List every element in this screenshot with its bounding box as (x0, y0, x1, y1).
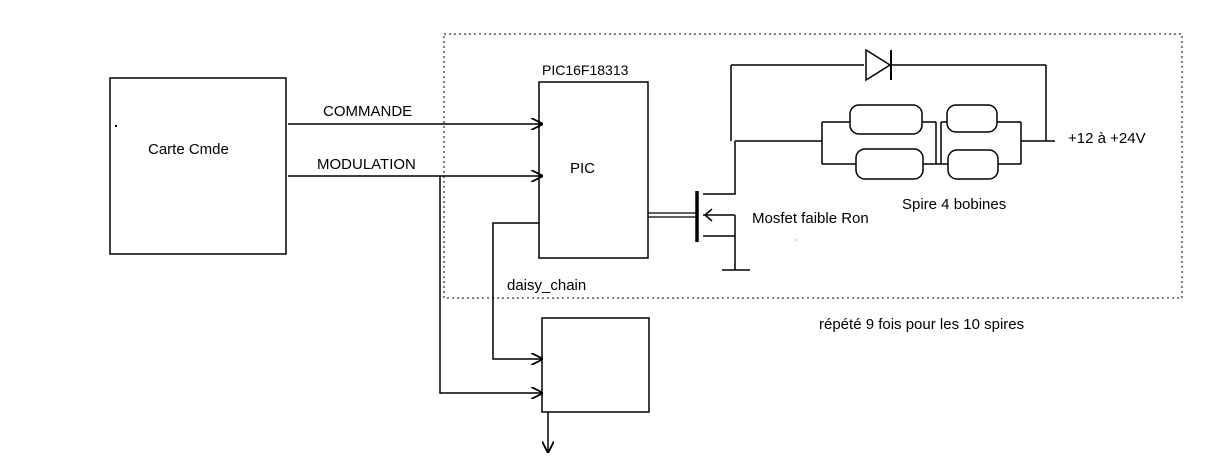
mosfet-symbol (695, 141, 750, 271)
carte-dot (115, 125, 117, 127)
mosfet-label: Mosfet faible Ron (752, 210, 869, 227)
pic-label: PIC (570, 160, 595, 177)
pic-block (538, 81, 649, 259)
diode-symbol (865, 48, 892, 82)
daisy-chain-line (492, 222, 542, 359)
commande-label: COMMANDE (323, 103, 412, 120)
supply-label: +12 à +24V (1068, 130, 1146, 147)
coil-network (821, 104, 1055, 180)
pic-chip-label: PIC16F18313 (542, 62, 629, 78)
next-module-block (541, 317, 650, 413)
modulation-branch (439, 176, 542, 393)
repeat-label: répété 9 fois pour les 10 spires (819, 316, 1024, 333)
spire-label: Spire 4 bobines (902, 196, 1006, 213)
repeat-boundary (443, 33, 1183, 299)
coil-4 (947, 149, 999, 180)
daisy-chain-label: daisy_chain (507, 277, 586, 294)
coil-1 (849, 104, 923, 135)
carte-cmde-label: Carte Cmde (148, 141, 229, 158)
coil-3 (946, 104, 998, 133)
coil-2 (855, 148, 924, 180)
carte-cmde-block (109, 77, 287, 255)
modulation-label: MODULATION (317, 156, 416, 173)
